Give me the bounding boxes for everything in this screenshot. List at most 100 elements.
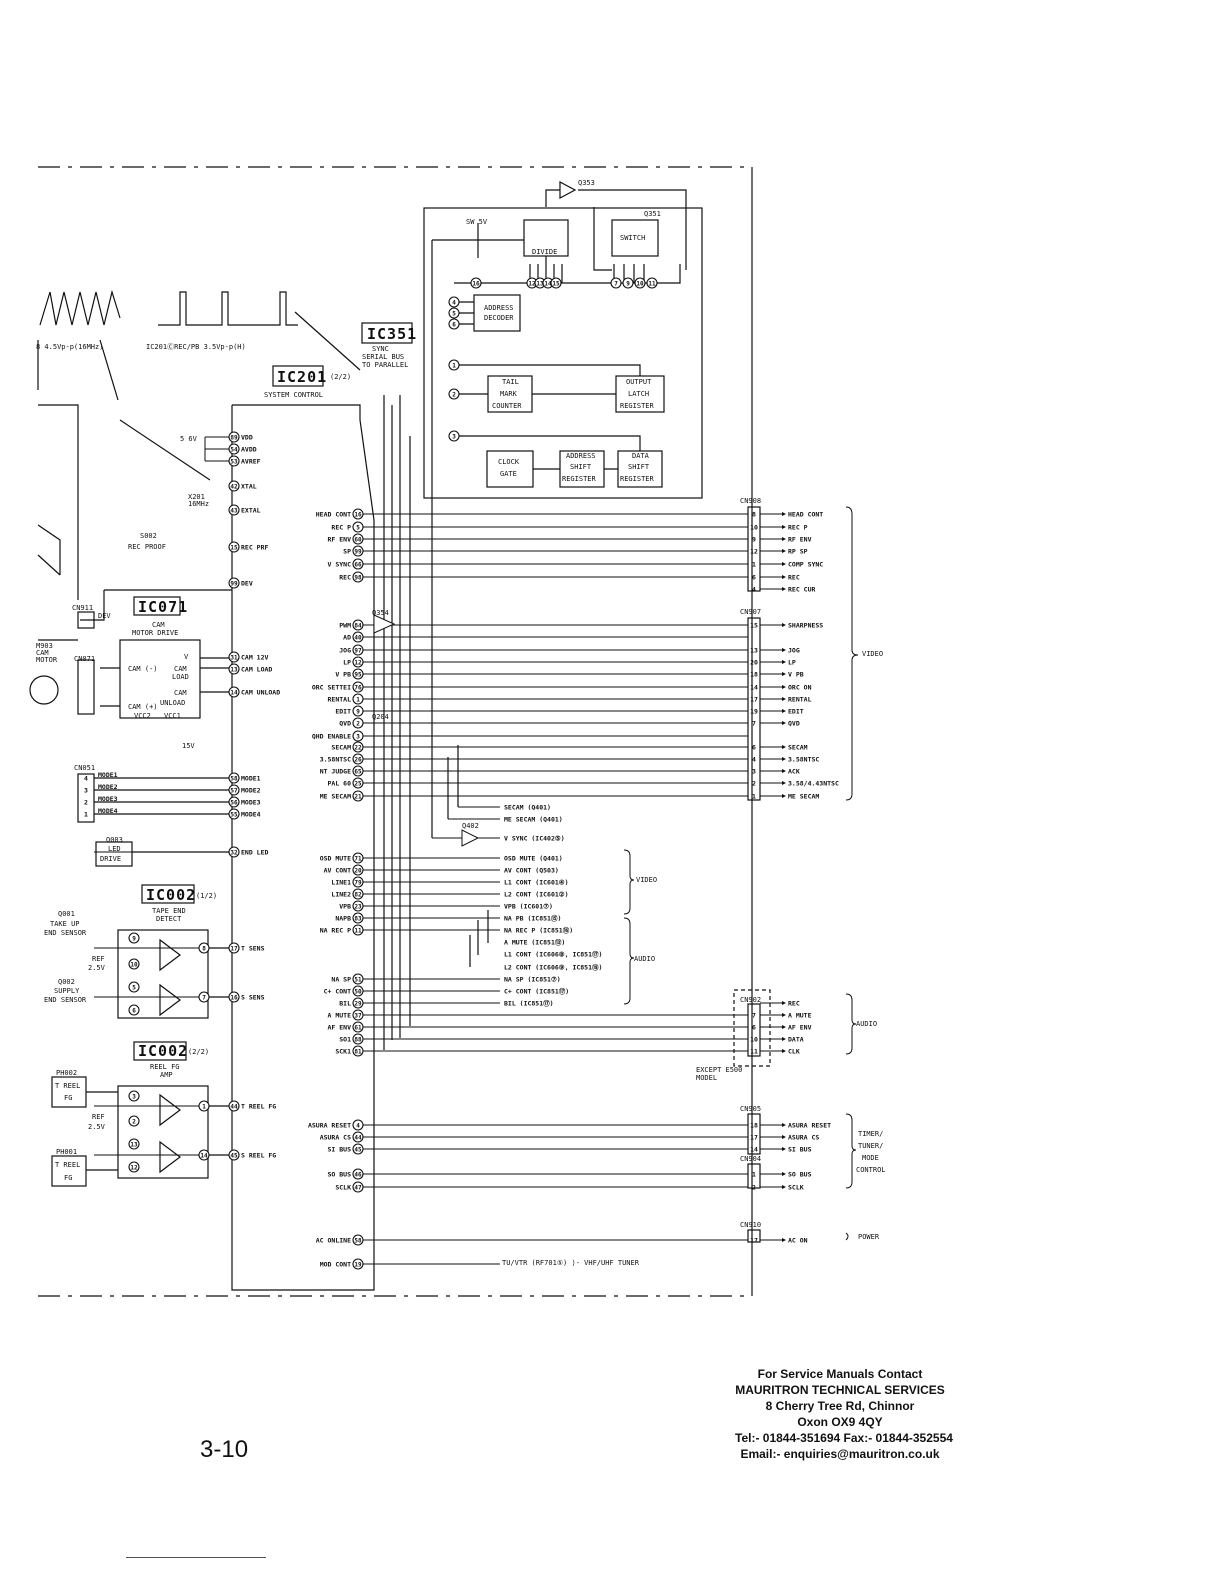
connector-pin-label: EDIT bbox=[788, 708, 804, 716]
ic351-switch-pin-circle bbox=[610, 277, 622, 289]
cn907-label: CN907 bbox=[740, 608, 761, 616]
connector-arrow bbox=[782, 1037, 786, 1041]
comparator-1 bbox=[159, 938, 181, 972]
ic201-right-pin-number: 37 bbox=[354, 1013, 362, 1020]
ic201-right-pin-label: NAPB bbox=[335, 915, 351, 923]
connector-pin-number: 4 bbox=[752, 586, 756, 594]
ic201-right-pin-number: 99 bbox=[354, 549, 362, 556]
ic351-switch-pin-number: 7 bbox=[614, 281, 618, 288]
connector-pin-number: 6 bbox=[752, 744, 756, 752]
ic201-part: (2/2) bbox=[330, 373, 351, 381]
ic201-left-pin-number: 44 bbox=[230, 1104, 238, 1111]
connector-pin-number: 17 bbox=[750, 1237, 758, 1245]
cn902-note1: EXCEPT E500 bbox=[696, 1066, 742, 1074]
ic201-left-pin-number: 15 bbox=[230, 545, 238, 552]
connector-pin-number: 19 bbox=[750, 708, 758, 716]
connector-pin-label: RP SP bbox=[788, 548, 808, 556]
connector-pin-label: RF ENV bbox=[788, 536, 812, 544]
comparator-2 bbox=[159, 983, 181, 1017]
ic201-right-pin-label: ME SECAM bbox=[320, 793, 351, 801]
ic201-right-pin-number: 11 bbox=[354, 928, 362, 935]
internal-ref-label: SECAM (Q401) bbox=[504, 804, 551, 812]
connector-arrow bbox=[782, 1238, 786, 1242]
ic201-left-pin-label: T SENS bbox=[241, 945, 265, 953]
cn905-box bbox=[747, 1113, 761, 1155]
ic201-left-pin-label: VDD bbox=[241, 434, 253, 442]
dsh-2: SHIFT bbox=[628, 463, 650, 471]
ic002a-pin-circle bbox=[128, 932, 140, 944]
contact-address: 8 Cherry Tree Rd, Chinnor bbox=[765, 1399, 915, 1413]
connector-pin-label: REC CUR bbox=[788, 586, 815, 594]
connector-pin-number: 9 bbox=[752, 536, 756, 544]
connector-pin-label: A MUTE bbox=[788, 1012, 812, 1020]
ic201-left-pin-number: 43 bbox=[230, 508, 238, 515]
connector-arrow bbox=[782, 575, 786, 579]
ic351-switch-pin-number: 10 bbox=[636, 281, 644, 288]
ic071-v: V bbox=[184, 653, 189, 661]
ic201-right-pin-label: LP bbox=[343, 659, 351, 667]
ic002b-desc2: AMP bbox=[160, 1071, 173, 1079]
ic201-right-pin-number: 51 bbox=[354, 977, 362, 984]
connector-arrow bbox=[782, 709, 786, 713]
ic201-right-pin-label: NA SP bbox=[331, 976, 351, 984]
connector-arrow bbox=[782, 1123, 786, 1127]
connector-arrow bbox=[782, 587, 786, 591]
ic002a-pin-number: 5 bbox=[132, 985, 136, 992]
internal-ref-label: BIL (IC851⑰) bbox=[504, 999, 554, 1008]
ic351-switch-pin-number: 11 bbox=[648, 281, 656, 288]
ic351-pin-2-circle bbox=[448, 388, 460, 400]
cn051-mode-label: MODE4 bbox=[98, 807, 118, 815]
ic002b-pin-number: 13 bbox=[130, 1142, 138, 1149]
ic201-right-pin-number: 71 bbox=[354, 856, 362, 863]
group-timer-2: TUNER/ bbox=[858, 1142, 883, 1150]
ic201-right-pin-label: SO1 bbox=[339, 1036, 351, 1044]
q002-label: Q002 bbox=[58, 978, 75, 986]
ic201-left-pin-label: S SENS bbox=[241, 994, 265, 1002]
internal-ref-label: L2 CONT (IC606⑨, IC851⑲) bbox=[504, 963, 602, 972]
ic201-right-pin-number: 4 bbox=[356, 1123, 360, 1130]
out-3: REGISTER bbox=[620, 402, 655, 410]
internal-ref-label: L1 CONT (IC606⑧, IC851⑰) bbox=[504, 950, 602, 959]
cam-minus: CAM (-) bbox=[128, 665, 158, 673]
ic201-right-pin-number: 2 bbox=[356, 721, 360, 728]
connector-arrow bbox=[782, 1049, 786, 1053]
ic201-left-pin-number: 14 bbox=[230, 690, 238, 697]
ic071-desc1: CAM bbox=[152, 621, 165, 629]
connector-pin-number: 15 bbox=[750, 622, 758, 630]
internal-ref-label: ME SECAM (Q401) bbox=[504, 816, 563, 824]
cn051-mode-label: MODE2 bbox=[98, 783, 118, 791]
ic002b-pin-circle bbox=[128, 1161, 140, 1173]
q353-label: Q353 bbox=[578, 179, 595, 187]
group-timer-1: TIMER/ bbox=[858, 1130, 883, 1138]
connector-arrow bbox=[782, 745, 786, 749]
cn051-mode-label: MODE3 bbox=[98, 795, 118, 803]
cn051-pin: 2 bbox=[84, 799, 88, 807]
ic002b-ref: REF bbox=[92, 1113, 105, 1121]
ic201-right-pin-number: 16 bbox=[354, 512, 362, 519]
connector-arrow bbox=[782, 537, 786, 541]
connector-pin-number: 12 bbox=[750, 548, 758, 556]
m903-label-b: CAM bbox=[36, 649, 49, 657]
ic201-left-pin-circle bbox=[228, 541, 240, 553]
ic201-left-pin-label: AVDD bbox=[241, 446, 257, 454]
connector-pin-label: REC bbox=[788, 1000, 800, 1008]
ic201-right-pin-label: SO BUS bbox=[328, 1171, 352, 1179]
ic201-left-pin-label: END LED bbox=[241, 849, 268, 857]
ic002a-desc1: TAPE END bbox=[152, 907, 186, 915]
ic002b-refv: 2.5V bbox=[88, 1123, 106, 1131]
q003-label: Q003 bbox=[106, 836, 123, 844]
connector-arrow bbox=[782, 1172, 786, 1176]
connector-pin-number: 13 bbox=[750, 647, 758, 655]
connector-arrow bbox=[782, 757, 786, 761]
ic201-right-pin-number: 65 bbox=[354, 769, 362, 776]
ic002a-pin-number: 8 bbox=[202, 946, 206, 953]
sens-wires bbox=[208, 947, 232, 998]
ic201-right-pin-number: 1 bbox=[356, 697, 360, 704]
ic201-right-pin-label: SI BUS bbox=[328, 1146, 352, 1154]
q351-label: Q351 bbox=[644, 210, 661, 218]
cn908-box bbox=[747, 506, 761, 592]
ic201-right-pin-label: ASURA CS bbox=[320, 1134, 351, 1142]
connector-pin-label: REC bbox=[788, 574, 800, 582]
video-brace bbox=[845, 506, 859, 801]
